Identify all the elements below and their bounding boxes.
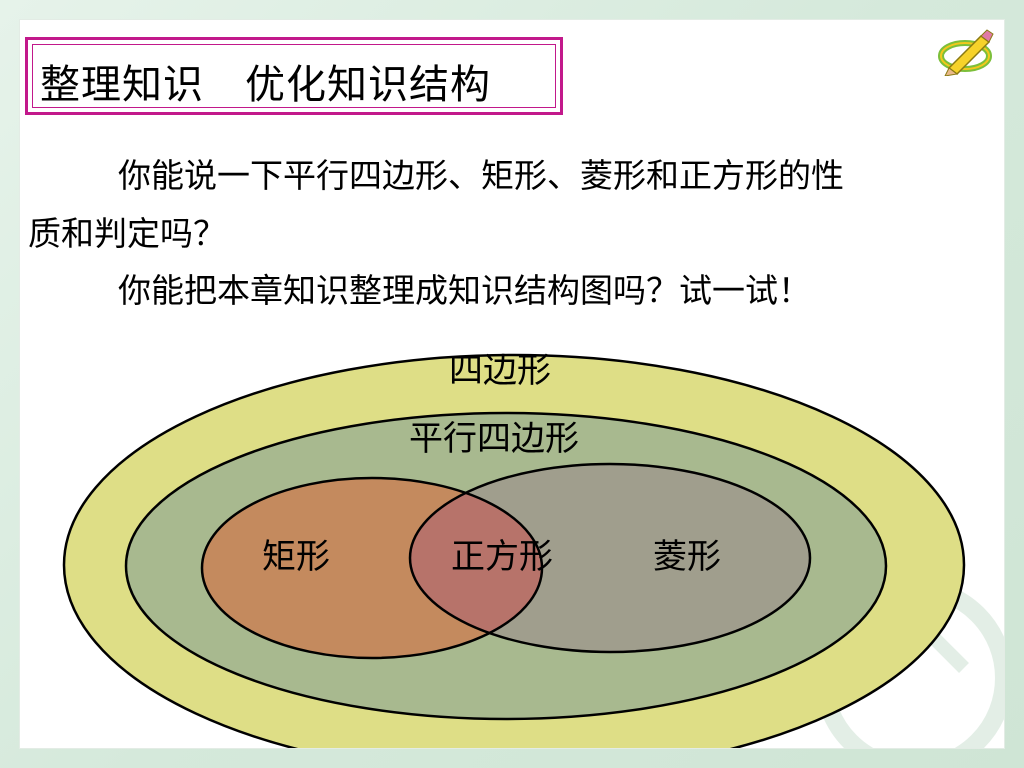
title-box: 整理知识 优化知识结构 — [25, 37, 563, 115]
slide: 整理知识 优化知识结构 你能说一下平行四边形、矩形、菱形和正方形的性 质和判定吗… — [20, 20, 1004, 748]
label-rhombus: 菱形 — [653, 537, 721, 577]
right-ellipse-outline — [408, 462, 812, 654]
label-quadrilateral: 四边形 — [449, 351, 551, 391]
label-parallelogram: 平行四边形 — [409, 419, 579, 459]
question-one-line-one: 你能说一下平行四边形、矩形、菱形和正方形的性 — [118, 156, 844, 195]
venn-diagram: 四边形 平行四边形 矩形 正方形 菱形 — [62, 351, 966, 748]
question-one-line-two: 质和判定吗？ — [28, 214, 226, 253]
question-two: 你能把本章知识整理成知识结构图吗？试一试！ — [118, 271, 811, 310]
label-square: 正方形 — [451, 537, 553, 577]
label-rectangle: 矩形 — [262, 537, 330, 577]
left-ellipse-outline — [200, 476, 544, 660]
pencil-ring-logo-icon — [938, 29, 994, 76]
